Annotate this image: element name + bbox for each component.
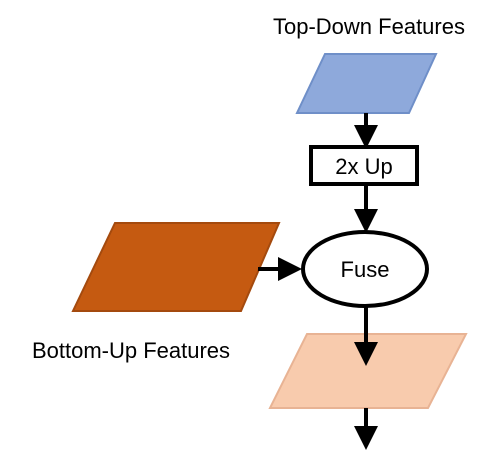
upsample-label: 2x Up	[335, 154, 392, 179]
bottom-up-feature-map	[71, 222, 281, 312]
fuse-label: Fuse	[341, 257, 390, 282]
bottom-up-features-label: Bottom-Up Features	[32, 338, 230, 363]
top-down-feature-map	[295, 53, 438, 114]
output-feature-map	[268, 333, 468, 409]
top-down-features-label: Top-Down Features	[273, 14, 465, 39]
